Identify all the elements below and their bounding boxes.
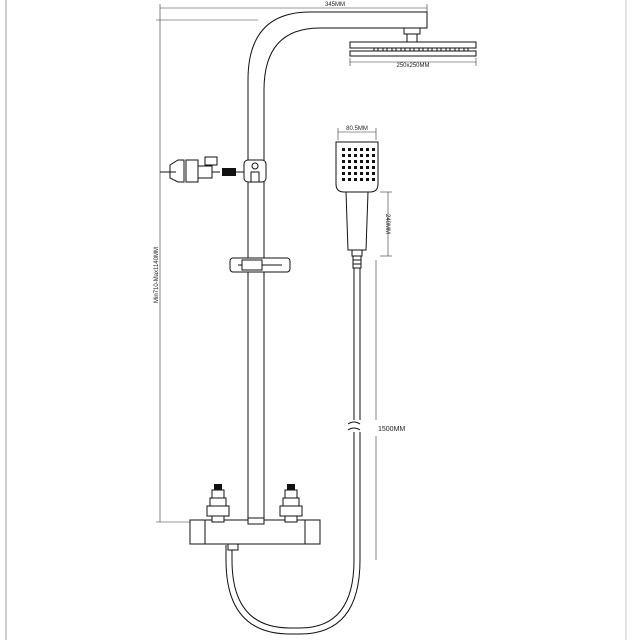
shower-hose: 1500MM (225, 260, 405, 635)
slide-holder (229, 257, 291, 273)
left-handle (206, 484, 230, 523)
hand-shower: 80.5MM 240MM (335, 126, 392, 269)
hand-width-label: 80.5MM (346, 126, 368, 132)
page-frame (5, 0, 627, 640)
hose-length-label: 1500MM (378, 426, 405, 433)
riser-pipe (247, 11, 428, 520)
height-range-label: Min710-Max1140MM (154, 247, 160, 303)
right-handle (279, 484, 303, 523)
rain-shower-head: 250x250MM (349, 27, 477, 69)
mixer-valve (189, 517, 321, 551)
hand-length-label: 240MM (384, 214, 390, 234)
wall-bracket (160, 156, 267, 183)
top-width-label: 345MM (325, 2, 345, 8)
head-size-label: 250x250MM (396, 63, 429, 69)
top-width-dimension: 345MM (159, 2, 428, 20)
